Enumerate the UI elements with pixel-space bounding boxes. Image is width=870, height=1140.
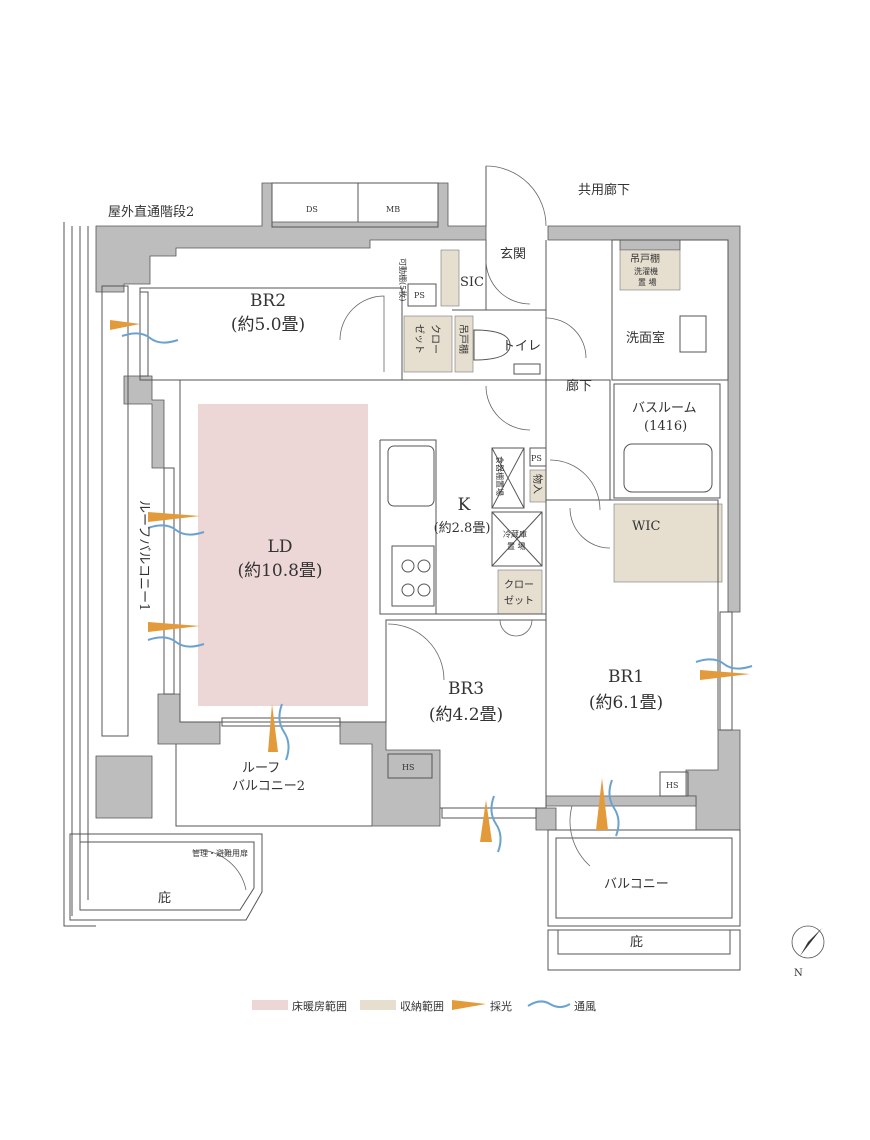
closet1-label-a: クロー bbox=[429, 324, 441, 354]
washer-label-a: 洗濯機 bbox=[634, 266, 658, 276]
eave-label-1: 庇 bbox=[158, 891, 171, 906]
storage-room-label: 物入 bbox=[531, 474, 544, 494]
legend-light: 採光 bbox=[490, 999, 512, 1013]
washroom-shelf-label: 吊戸棚 bbox=[630, 252, 660, 265]
stairs-label: 屋外直通階段2 bbox=[108, 205, 194, 220]
ps-label-1: PS bbox=[414, 291, 425, 300]
storage-areas bbox=[403, 249, 723, 615]
legend-wind: 通風 bbox=[574, 1000, 596, 1013]
legend: 床暖房範囲 収納範囲 採光 通風 bbox=[252, 999, 596, 1013]
closet1-label-b: ゼット bbox=[413, 324, 425, 354]
hs-label-1: HS bbox=[402, 763, 414, 772]
compass-label: N bbox=[794, 968, 803, 979]
fridge-label-b: 置 場 bbox=[507, 541, 526, 551]
bath-size-label: (1416) bbox=[644, 419, 687, 434]
entrance-label: 玄関 bbox=[500, 247, 526, 262]
eave-label-2: 庇 bbox=[630, 935, 643, 950]
legend-floor-heating: 床暖房範囲 bbox=[292, 999, 347, 1013]
light-markers bbox=[110, 320, 750, 842]
roof-balcony-2-label-b: バルコニー2 bbox=[232, 779, 305, 794]
corridor-label: 共用廊下 bbox=[578, 182, 630, 198]
dish-label: 食器棚置場 bbox=[495, 456, 505, 496]
br3-size: (約4.2畳) bbox=[429, 705, 503, 725]
ds-label: DS bbox=[306, 205, 318, 214]
k-size: (約2.8畳) bbox=[434, 521, 491, 536]
washroom-label: 洗面室 bbox=[626, 330, 665, 346]
ld-name: LD bbox=[268, 537, 293, 557]
toilet-shelf-label: 吊戸棚 bbox=[457, 324, 470, 354]
floor-heating-area bbox=[198, 404, 368, 706]
compass-icon bbox=[791, 925, 825, 959]
br2-size: (約5.0畳) bbox=[231, 315, 305, 335]
closet2-label-a: クロー bbox=[504, 579, 534, 591]
br3-name: BR3 bbox=[448, 679, 484, 699]
walls bbox=[95, 182, 741, 831]
sic-label: SIC bbox=[460, 275, 484, 290]
closet2-label-b: ゼット bbox=[504, 595, 534, 607]
balcony-label: バルコニー bbox=[604, 877, 669, 892]
hs-label-2: HS bbox=[666, 781, 678, 790]
br2-name: BR2 bbox=[250, 291, 286, 311]
legend-storage: 収納範囲 bbox=[400, 999, 444, 1013]
ld-size: (約10.8畳) bbox=[237, 561, 322, 581]
fridge-label-a: 冷蔵庫 bbox=[503, 529, 527, 539]
roof-balcony-1-label: ルーフバルコニー1 bbox=[136, 500, 151, 611]
hallway-label: 廊下 bbox=[566, 378, 592, 394]
br1-name: BR1 bbox=[608, 667, 644, 687]
washer-label-b: 置 場 bbox=[638, 277, 657, 287]
wic-label: WIC bbox=[632, 519, 660, 534]
br1-size: (約6.1畳) bbox=[589, 693, 663, 713]
gate-label: 管理・避難用扉 bbox=[192, 848, 248, 858]
roof-balcony-2-label-a: ルーフ bbox=[242, 761, 280, 776]
k-name: K bbox=[458, 495, 471, 515]
bathroom-label: バスルーム bbox=[632, 401, 697, 416]
interior-walls bbox=[63, 166, 741, 971]
toilet-label: トイレ bbox=[502, 339, 541, 354]
ps-label-2: PS bbox=[531, 454, 542, 463]
wind-markers bbox=[121, 332, 753, 853]
mb-label: MB bbox=[386, 205, 400, 214]
doors bbox=[197, 165, 611, 891]
sic-shelf-label: 可動棚(5枚) bbox=[398, 258, 408, 301]
